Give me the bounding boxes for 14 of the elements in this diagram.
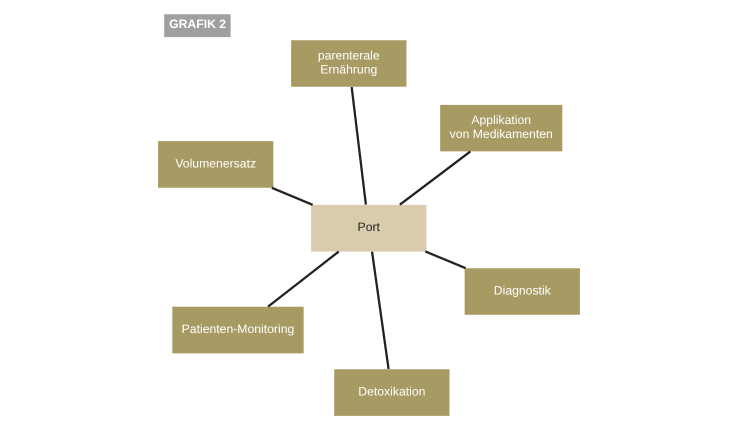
node-box: Patienten-Monitoring xyxy=(172,306,304,354)
node-box: parenterale Ernährung xyxy=(290,40,406,87)
connector xyxy=(270,186,313,206)
connector xyxy=(370,252,390,370)
diagram-title: GRAFIK 2 xyxy=(168,16,226,31)
connector xyxy=(266,250,339,308)
connector xyxy=(398,150,471,206)
node-box: Diagnostik xyxy=(464,268,580,315)
connector xyxy=(350,86,367,205)
node-box: Detoxikation xyxy=(334,369,450,416)
node-box: Applikation von Medikamenten xyxy=(440,104,562,152)
node-box: Port xyxy=(310,204,426,252)
node-box: Volumenersatz xyxy=(158,141,273,188)
connector xyxy=(424,250,466,270)
